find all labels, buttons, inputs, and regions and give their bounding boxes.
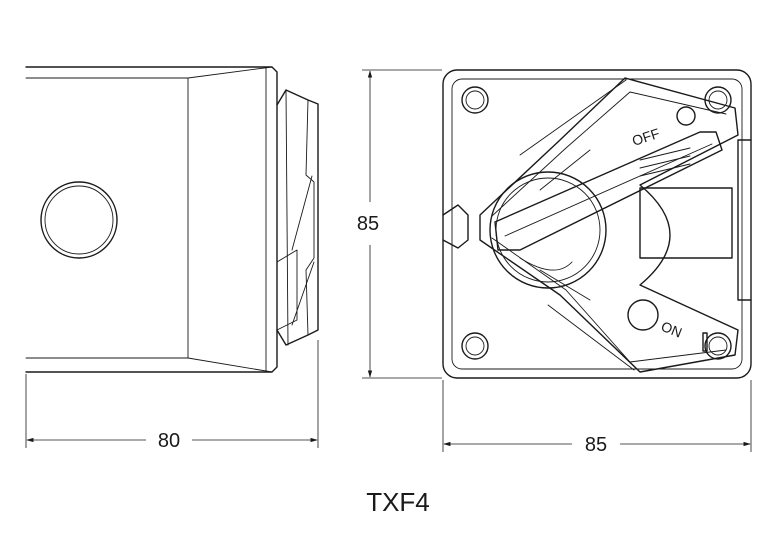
actuator-lever xyxy=(494,131,723,251)
front-width-dimension: 85 xyxy=(442,380,752,456)
front-left-lug xyxy=(442,204,469,249)
front-width-label: 85 xyxy=(585,434,607,456)
on-bar-marker xyxy=(702,332,708,352)
side-width-label: 80 xyxy=(158,430,180,452)
off-indicator-circle xyxy=(676,106,696,126)
on-marking: ON xyxy=(659,318,684,341)
front-height-label: 85 xyxy=(357,213,379,235)
switch-handle xyxy=(479,77,739,373)
rotary-knob xyxy=(489,171,607,289)
mounting-screw-bottom-right xyxy=(704,332,732,360)
on-indicator-circle xyxy=(627,299,659,331)
mounting-screw-bottom-left xyxy=(461,332,489,360)
side-view xyxy=(25,66,319,373)
indicator-window xyxy=(639,187,733,259)
cable-gland-boss xyxy=(40,181,118,259)
side-handle-profile xyxy=(276,89,319,346)
side-width-dimension: 80 xyxy=(25,340,319,452)
front-height-dimension: 85 xyxy=(357,69,442,379)
mounting-screw-top-left xyxy=(461,86,489,114)
off-marking: OFF xyxy=(630,125,662,149)
front-view: OFF ON xyxy=(442,69,752,379)
front-right-lug xyxy=(737,139,752,301)
side-enclosure-body xyxy=(25,66,278,373)
product-title: TXF4 xyxy=(366,487,430,517)
front-enclosure-outline xyxy=(442,69,752,379)
